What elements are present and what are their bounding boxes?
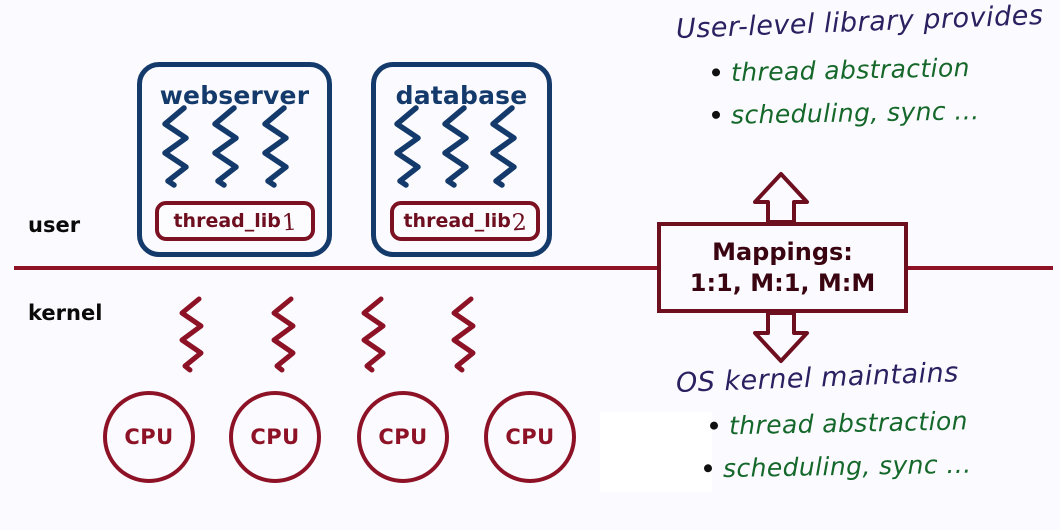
thread-lib-number-2: 2	[511, 209, 528, 237]
cpu-label-1: CPU	[124, 425, 174, 449]
bullet-icon	[711, 110, 721, 119]
note-os-kernel-item-1-text: scheduling, sync ...	[722, 449, 972, 483]
bullet-icon	[703, 464, 713, 473]
cpu-circle-3[interactable]: CPU	[357, 391, 449, 483]
mappings-values: 1:1, M:1, M:M	[689, 268, 876, 297]
cpu-circle-1[interactable]: CPU	[103, 391, 195, 483]
cpu-label-2: CPU	[250, 425, 300, 449]
cpu-circle-4[interactable]: CPU	[484, 391, 576, 483]
mappings-title: Mappings:	[712, 237, 853, 266]
note-user-level-item-0-text: thread abstraction	[730, 53, 971, 88]
white-patch-artifact	[600, 412, 712, 492]
bullet-icon	[709, 421, 719, 430]
user-threads-database	[394, 105, 517, 188]
thread-lib-label-2: thread_lib	[403, 210, 511, 232]
mappings-box[interactable]: Mappings: 1:1, M:1, M:M	[657, 222, 908, 313]
process-title-database: database	[395, 81, 528, 110]
note-user-level-item-0: thread abstraction	[711, 52, 1044, 88]
zone-label-kernel: kernel	[28, 301, 103, 325]
thread-lib-label-1: thread_lib	[173, 210, 281, 232]
cpu-label-4: CPU	[505, 425, 555, 449]
note-user-level-item-1: scheduling, sync ...	[711, 95, 1044, 130]
user-kernel-divider-right	[908, 266, 1053, 270]
arrow-up-outline-icon	[753, 172, 809, 224]
note-os-kernel-item-0-text: thread abstraction	[728, 406, 969, 441]
bullet-icon	[711, 68, 721, 77]
note-os-kernel-item-0: thread abstraction	[709, 406, 972, 441]
note-user-level-heading: User-level library provides	[675, 0, 1044, 45]
note-user-level-item-1-text: scheduling, sync ...	[730, 96, 980, 130]
zone-label-user: user	[28, 213, 81, 237]
thread-lib-number-1: 1	[281, 209, 298, 237]
user-threads-webserver	[162, 105, 289, 188]
cpu-circle-2[interactable]: CPU	[229, 391, 321, 483]
user-kernel-divider-left	[14, 266, 660, 270]
note-user-level-library: User-level library provides thread abstr…	[675, 0, 1044, 130]
process-title-webserver: webserver	[159, 81, 310, 110]
cpu-label-3: CPU	[378, 425, 428, 449]
note-os-kernel-item-1: scheduling, sync ...	[703, 449, 972, 484]
kernel-threads	[179, 296, 476, 373]
arrow-down-outline-icon	[753, 311, 809, 363]
note-os-kernel: OS kernel maintains thread abstraction s…	[675, 357, 972, 484]
note-os-kernel-heading: OS kernel maintains	[675, 357, 960, 399]
